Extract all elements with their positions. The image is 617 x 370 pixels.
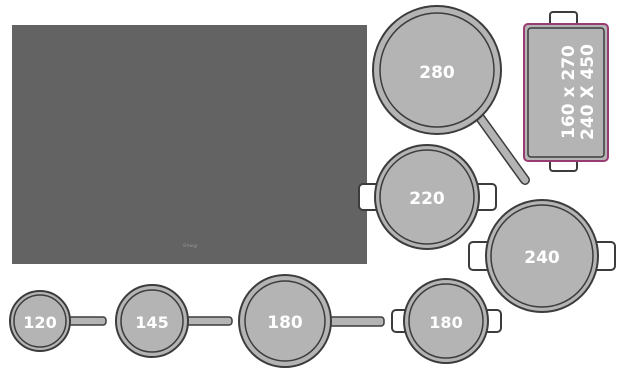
size-label-220: 220 <box>409 189 445 209</box>
pan-base <box>244 280 326 362</box>
frying-pan-120: 120 <box>9 290 107 352</box>
frying-pan-280: 280 <box>372 5 530 185</box>
pot-base <box>408 283 484 359</box>
rectangular-pan: 160 x 270 240 X 450 <box>523 11 609 172</box>
cooktop: Smeg <box>12 25 367 264</box>
cooktop-logo: Smeg <box>183 243 197 249</box>
pot-240: 240 <box>468 199 616 313</box>
frying-pan-180: 180 <box>238 274 385 368</box>
cooktop-surface <box>12 25 367 264</box>
rect-pan-inner <box>527 27 605 158</box>
pan-base <box>120 289 184 353</box>
pot-base <box>379 149 475 245</box>
size-label-180-pan: 180 <box>267 313 303 333</box>
size-label-120: 120 <box>23 313 56 332</box>
pot-220: 220 <box>358 144 497 250</box>
size-label-240: 240 <box>524 248 560 268</box>
pan-base <box>379 12 495 128</box>
rect-pan-label-line1: 160 x 270 <box>559 45 579 139</box>
size-label-180-pot: 180 <box>429 313 462 332</box>
size-label-280: 280 <box>419 63 455 83</box>
pot-base <box>490 204 594 308</box>
pan-handle <box>472 108 529 184</box>
rect-pan-label-line2: 240 X 450 <box>578 44 598 140</box>
size-label-145: 145 <box>135 313 168 332</box>
pan-base <box>13 294 67 348</box>
frying-pan-145: 145 <box>115 284 233 358</box>
pot-180: 180 <box>391 278 502 364</box>
